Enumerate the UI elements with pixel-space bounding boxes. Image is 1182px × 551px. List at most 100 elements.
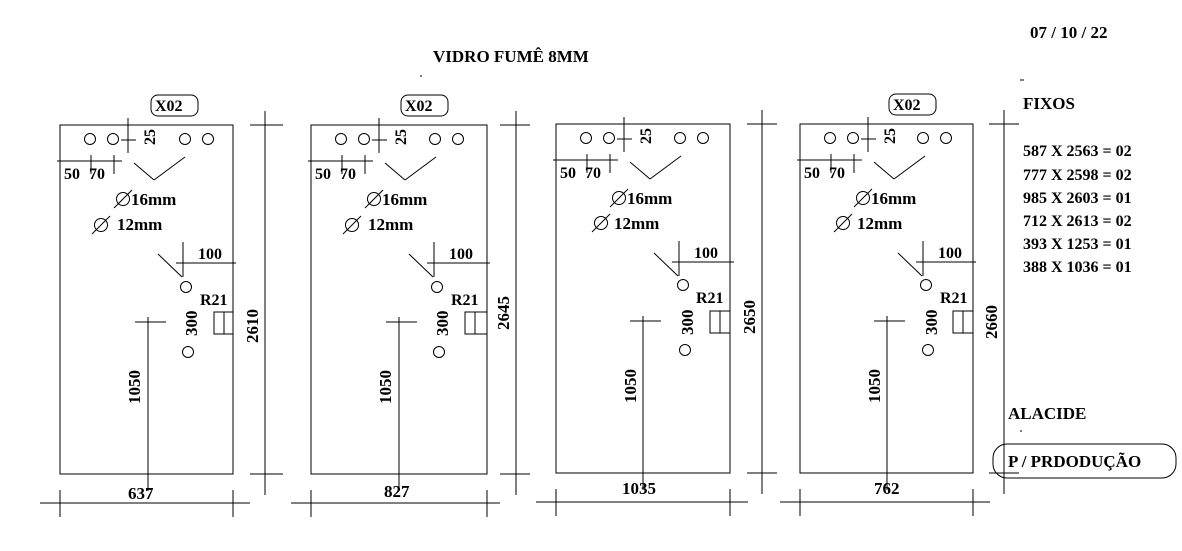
panel-3: 25 50 70 16mm 12mm 100 300 R21 1050 1035 bbox=[536, 110, 777, 516]
fixos-item: 777 X 2598 = 02 bbox=[1023, 167, 1132, 184]
hinge-hole bbox=[824, 132, 836, 144]
leader-line bbox=[133, 162, 155, 181]
hinge-hole bbox=[429, 133, 441, 145]
lock-hole bbox=[679, 344, 691, 356]
hole-diameter-small: 12mm bbox=[368, 215, 413, 234]
radius-label: R21 bbox=[696, 290, 724, 307]
width-label: 762 bbox=[874, 479, 900, 498]
quantity-tag: X02 bbox=[155, 98, 183, 115]
hinge-hole bbox=[674, 132, 686, 144]
production-stamp-box bbox=[992, 443, 1177, 479]
lock-hole bbox=[431, 281, 443, 293]
lock-height-label: 1050 bbox=[125, 370, 144, 404]
lock-hole bbox=[180, 281, 192, 293]
lock-offset-label: 100 bbox=[198, 246, 222, 263]
panel-4: X02 25 50 70 16mm 12mm 100 300 R21 1050 bbox=[780, 93, 1019, 516]
lock-hole bbox=[677, 279, 689, 291]
lock-hole bbox=[433, 346, 445, 358]
lock-hole bbox=[182, 346, 194, 358]
width-label: 637 bbox=[128, 484, 154, 503]
diameter-symbol bbox=[116, 192, 130, 206]
fixos-title: FIXOS bbox=[1023, 94, 1075, 113]
diameter-symbol bbox=[609, 188, 629, 208]
lock-offset-label: 100 bbox=[694, 245, 718, 262]
hole-spacing-b: 70 bbox=[585, 165, 601, 182]
leader-line bbox=[653, 252, 679, 277]
quantity-tag-box bbox=[400, 94, 449, 117]
lock-hole bbox=[922, 344, 934, 356]
fixos-item: 985 X 2603 = 01 bbox=[1023, 190, 1132, 207]
quantity-tag: X02 bbox=[405, 98, 433, 115]
hole-diameter-small: 12mm bbox=[614, 214, 659, 233]
leader-line bbox=[893, 155, 926, 180]
diameter-symbol bbox=[91, 215, 111, 235]
lock-spacing-label: 300 bbox=[922, 310, 941, 336]
width-label: 827 bbox=[384, 482, 410, 501]
hinge-offset-label: 25 bbox=[393, 129, 410, 145]
hinge-hole bbox=[847, 132, 859, 144]
hinge-hole bbox=[179, 133, 191, 145]
hinge-hole bbox=[452, 133, 464, 145]
leader-line bbox=[408, 253, 434, 278]
lock-hole bbox=[920, 279, 932, 291]
hinge-hole bbox=[202, 133, 214, 145]
fixos-list: FIXOS 587 X 2563 = 02 777 X 2598 = 02 98… bbox=[1023, 94, 1132, 276]
alacide-note: ALACIDE bbox=[1008, 404, 1086, 423]
diameter-symbol bbox=[853, 188, 873, 208]
quantity-tag-box bbox=[150, 94, 199, 117]
hole-spacing-b: 70 bbox=[340, 166, 356, 183]
leader-line bbox=[629, 161, 651, 180]
hinge-hole bbox=[940, 132, 952, 144]
leader-line bbox=[897, 252, 923, 277]
diameter-symbol bbox=[342, 215, 362, 235]
lock-offset-label: 100 bbox=[449, 246, 473, 263]
hole-diameter-large: 16mm bbox=[627, 189, 672, 208]
hinge-hole bbox=[84, 133, 96, 145]
leader-line bbox=[384, 162, 406, 181]
leader-line bbox=[404, 156, 437, 181]
leader-line bbox=[873, 161, 895, 180]
hole-diameter-small: 12mm bbox=[857, 214, 902, 233]
hole-diameter-large: 16mm bbox=[382, 190, 427, 209]
diameter-symbol bbox=[833, 213, 853, 233]
hinge-offset-label: 25 bbox=[638, 128, 655, 144]
lock-spacing-label: 300 bbox=[678, 310, 697, 336]
diameter-symbol bbox=[612, 191, 626, 205]
hole-spacing-a: 50 bbox=[804, 165, 820, 182]
drawing-date: 07 / 10 / 22 bbox=[1030, 23, 1107, 42]
leader-line bbox=[153, 156, 186, 181]
diameter-symbol bbox=[594, 216, 608, 230]
notch-outline bbox=[464, 311, 487, 335]
fixos-item: 388 X 1036 = 01 bbox=[1023, 259, 1132, 276]
fixos-item: 587 X 2563 = 02 bbox=[1023, 143, 1132, 160]
width-label: 1035 bbox=[622, 479, 656, 498]
leader-line bbox=[157, 253, 183, 278]
lock-height-label: 1050 bbox=[376, 370, 395, 404]
height-label: 2650 bbox=[740, 300, 759, 334]
panel-2: X02 25 50 70 16mm 12mm 100 300 R21 1050 bbox=[291, 94, 530, 517]
hinge-offset-label: 25 bbox=[882, 128, 899, 144]
diameter-symbol bbox=[856, 191, 870, 205]
production-stamp: P / PRDODUÇÃO bbox=[1008, 452, 1141, 471]
leader-line bbox=[649, 155, 682, 180]
hinge-hole bbox=[358, 133, 370, 145]
quantity-tag-box bbox=[888, 93, 937, 116]
hinge-hole bbox=[697, 132, 709, 144]
hinge-hole bbox=[917, 132, 929, 144]
hole-spacing-a: 50 bbox=[315, 166, 331, 183]
hole-diameter-small: 12mm bbox=[117, 215, 162, 234]
lock-spacing-label: 300 bbox=[182, 311, 201, 337]
hinge-hole bbox=[335, 133, 347, 145]
hinge-hole bbox=[580, 132, 592, 144]
fixos-item: 712 X 2613 = 02 bbox=[1023, 213, 1132, 230]
lock-offset-label: 100 bbox=[938, 245, 962, 262]
diameter-symbol bbox=[345, 218, 359, 232]
diameter-symbol bbox=[364, 189, 384, 209]
radius-label: R21 bbox=[940, 290, 968, 307]
hinge-hole bbox=[603, 132, 615, 144]
radius-label: R21 bbox=[200, 292, 228, 309]
radius-label: R21 bbox=[451, 292, 479, 309]
diameter-symbol bbox=[591, 213, 611, 233]
hinge-offset-label: 25 bbox=[142, 129, 159, 145]
